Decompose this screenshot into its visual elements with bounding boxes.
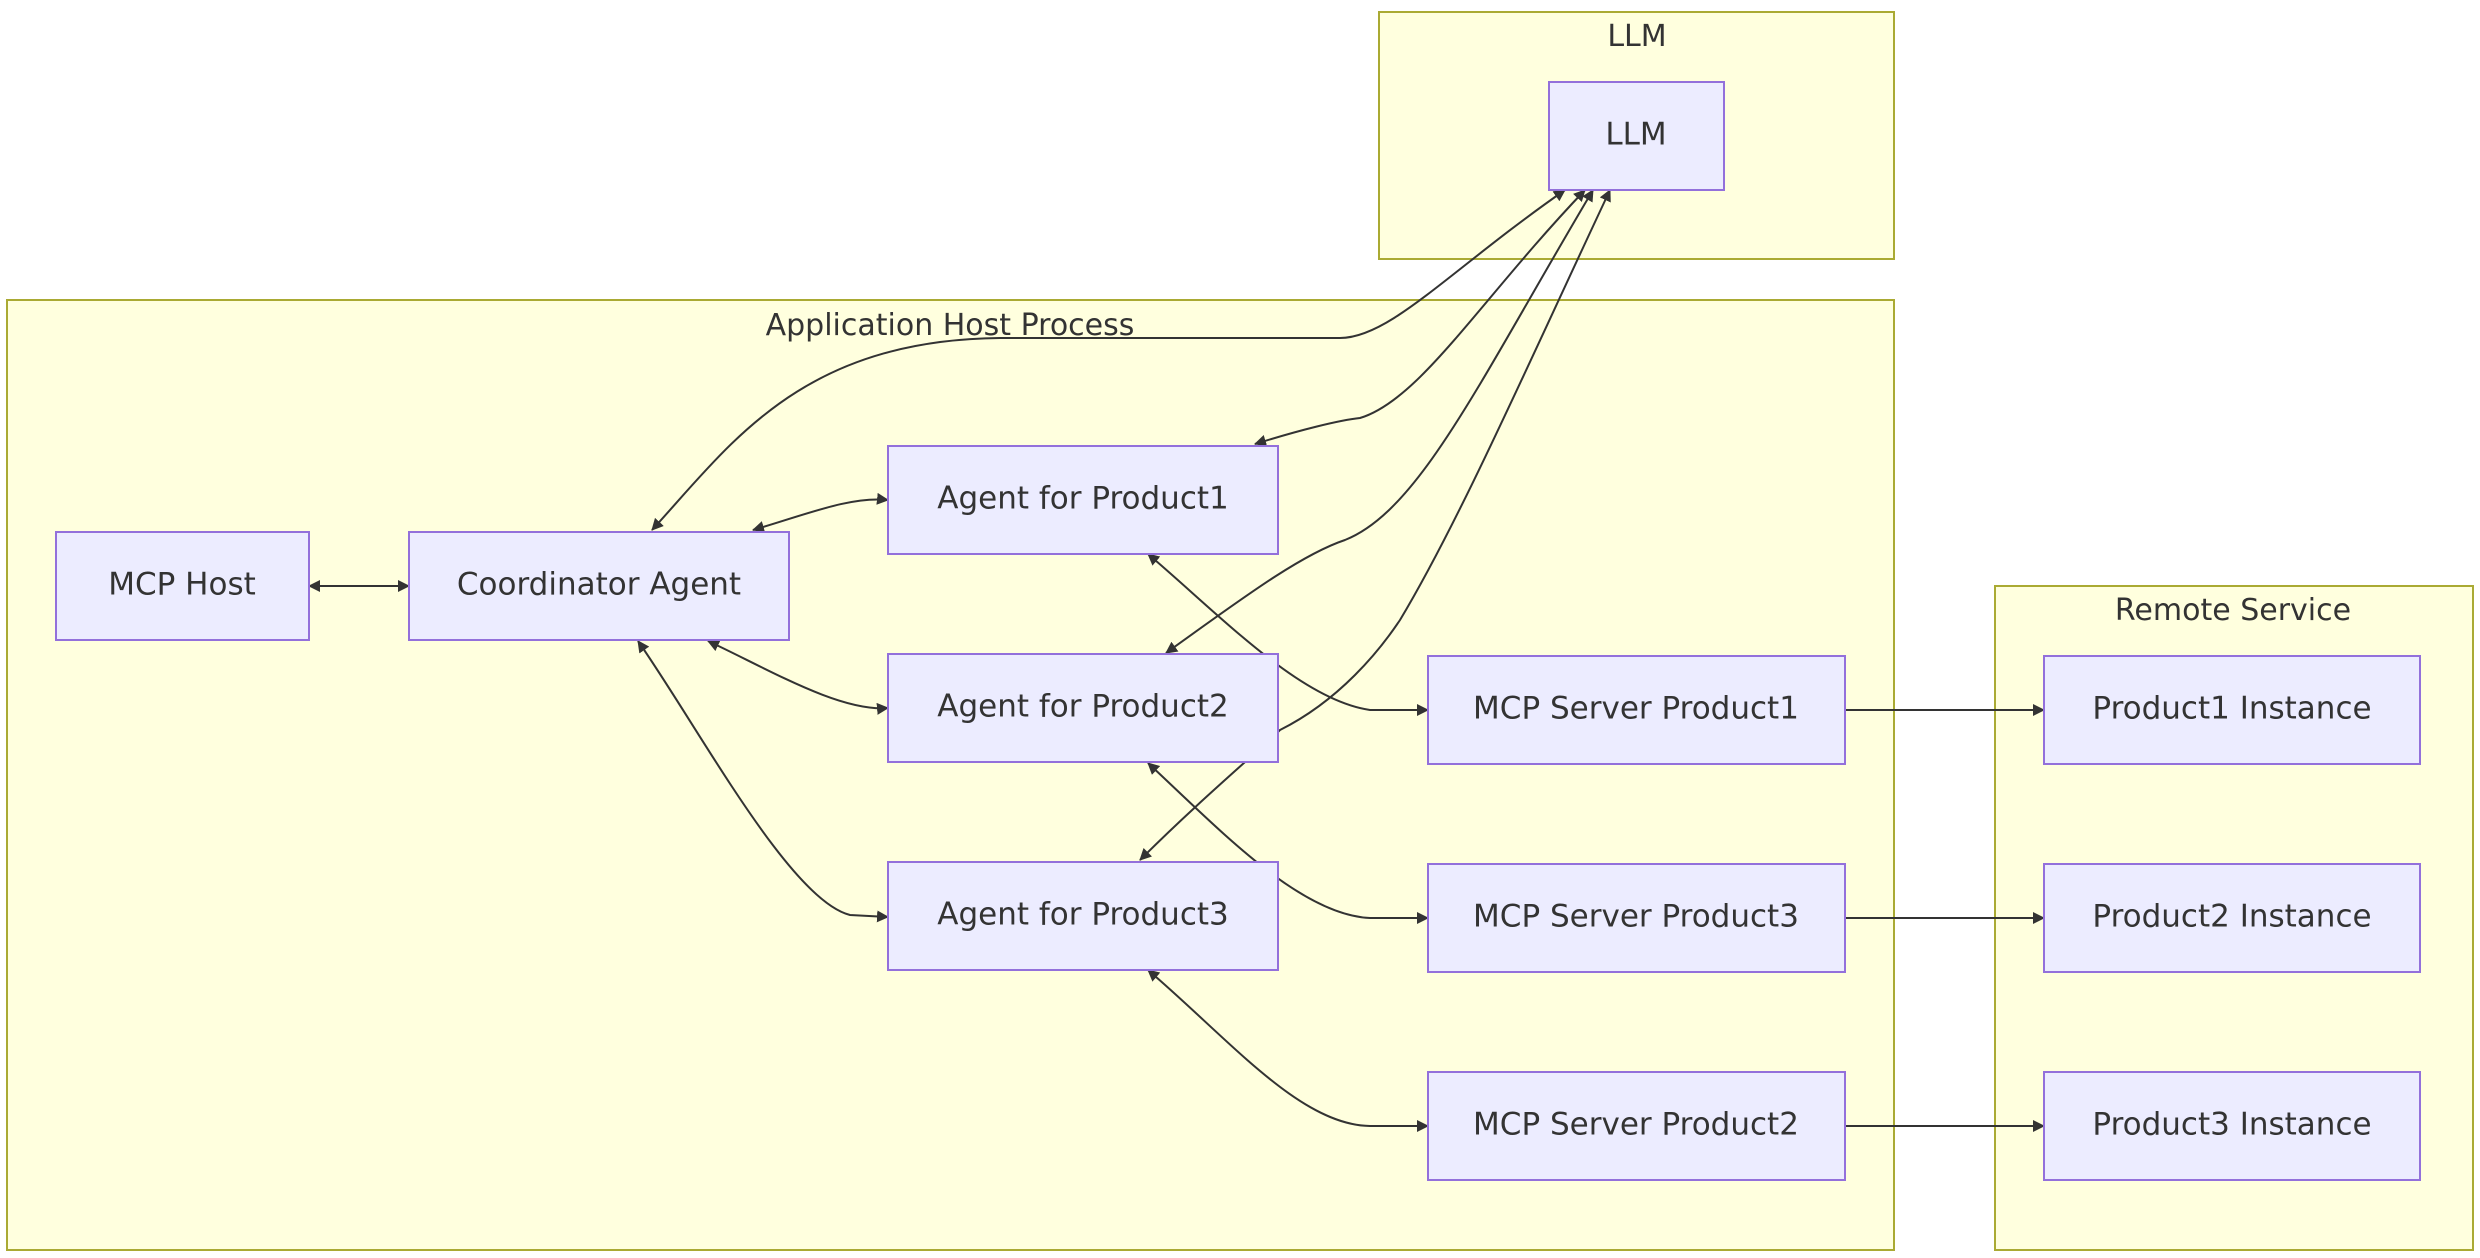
node-llm-label: LLM: [1605, 117, 1666, 153]
node-product3-instance-label: Product3 Instance: [2092, 1107, 2371, 1143]
node-mcp-host: MCP Host: [55, 531, 310, 641]
node-product1-instance: Product1 Instance: [2043, 655, 2421, 765]
node-mcp-server-product2: MCP Server Product2: [1427, 1071, 1846, 1181]
edge-coordinator-agent1: [752, 492, 889, 533]
node-agent-product2-label: Agent for Product2: [937, 689, 1229, 725]
edge-coordinator-agent3: [637, 640, 889, 923]
node-mcp-server-product1: MCP Server Product1: [1427, 655, 1846, 765]
node-agent-product3-label: Agent for Product3: [937, 897, 1229, 933]
node-product3-instance: Product3 Instance: [2043, 1071, 2421, 1181]
node-llm: LLM: [1548, 81, 1725, 191]
node-mcp-server-product1-label: MCP Server Product1: [1473, 691, 1799, 727]
llm-cluster-title: LLM: [1607, 19, 1666, 54]
node-agent-product2: Agent for Product2: [887, 653, 1279, 763]
remote-service-title: Remote Service: [2115, 593, 2351, 628]
node-mcp-host-label: MCP Host: [108, 567, 256, 603]
node-agent-product3: Agent for Product3: [887, 861, 1279, 971]
node-agent-product1: Agent for Product1: [887, 445, 1279, 555]
node-mcp-server-product2-label: MCP Server Product2: [1473, 1107, 1799, 1143]
node-coordinator-agent-label: Coordinator Agent: [457, 567, 741, 603]
node-product2-instance-label: Product2 Instance: [2092, 899, 2371, 935]
node-mcp-server-product3: MCP Server Product3: [1427, 863, 1846, 973]
node-agent-product1-label: Agent for Product1: [937, 481, 1229, 517]
node-coordinator-agent: Coordinator Agent: [408, 531, 790, 641]
node-product2-instance: Product2 Instance: [2043, 863, 2421, 973]
edge-agent3-server2: [1147, 969, 1429, 1132]
node-product1-instance-label: Product1 Instance: [2092, 691, 2371, 727]
node-mcp-server-product3-label: MCP Server Product3: [1473, 899, 1799, 935]
